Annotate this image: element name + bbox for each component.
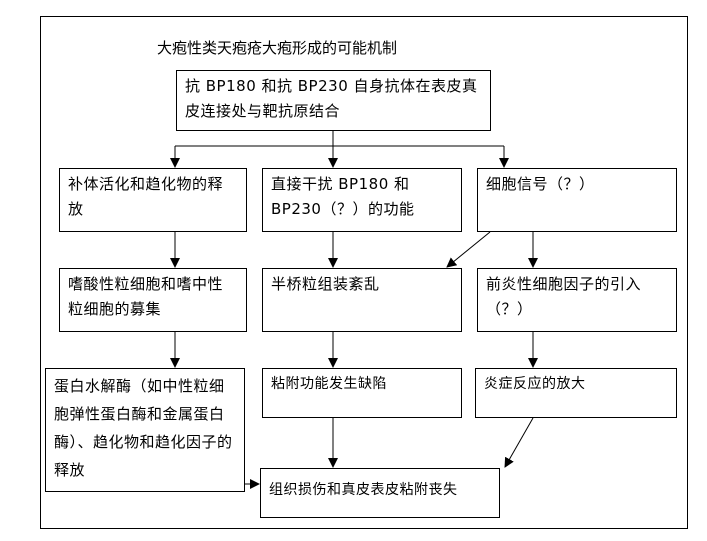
node-direct-interference: 直接干扰 BP180 和 BP230（？）的功能 [262,168,462,232]
node-protease-release: 蛋白水解酶（如中性粒细胞弹性蛋白酶和金属蛋白酶）、趋化物和趋化因子的释放 [45,368,245,492]
node-tissue-damage: 组织损伤和真皮表皮粘附丧失 [260,468,500,518]
node-cell-signaling: 细胞信号（？） [477,168,677,232]
node-hemidesmosome-disorder: 半桥粒组装紊乱 [262,268,462,332]
arrow-inflammation-to-result [504,417,534,468]
diagram-title: 大疱性类天疱疮大疱形成的可能机制 [157,39,398,57]
node-inflammation-amplification: 炎症反应的放大 [475,368,677,418]
node-complement-activation: 补体活化和趋化物的释放 [59,168,247,232]
node-proinflammatory-cytokines: 前炎性细胞因子的引入（？） [477,268,677,332]
diagram-frame [40,16,688,529]
node-granulocyte-recruitment: 嗜酸性粒细胞和嗜中性粒细胞的募集 [59,268,247,332]
node-adhesion-defect: 粘附功能发生缺陷 [262,368,462,418]
arrow-signal-to-hemidesmosome [446,231,491,268]
node-autoantibody-binding: 抗 BP180 和抗 BP230 自身抗体在表皮真皮连接处与靶抗原结合 [176,70,491,131]
